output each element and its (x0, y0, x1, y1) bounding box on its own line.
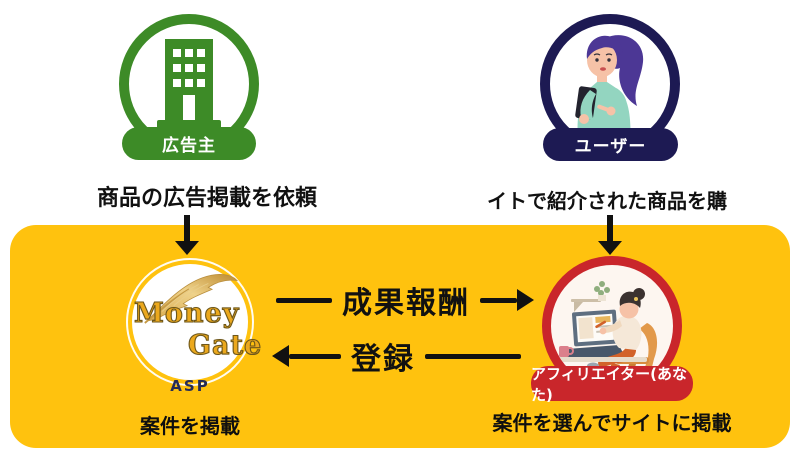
user-to-affiliate-arrow-icon (598, 215, 622, 255)
affiliate-caption: 案件を選んでサイトに掲載 (492, 411, 732, 435)
arrow-line (425, 353, 521, 359)
desk-work-illustration (555, 281, 658, 385)
reward-flow-arrow: 成果報酬 (276, 281, 534, 321)
asp-logo-ring (126, 258, 254, 386)
advertiser-to-asp-arrow-icon (175, 215, 199, 255)
advertiser-badge: 広告主 (122, 127, 256, 160)
arrow-head (175, 241, 199, 255)
arrow-shaft (184, 215, 190, 241)
register-flow-arrow: 登録 (272, 337, 521, 377)
asp-logo-circle: Money Gate (132, 264, 262, 380)
asp-brand-gate: Gate (187, 329, 263, 361)
arrow-line (480, 297, 517, 303)
reward-label: 成果報酬 (342, 286, 470, 321)
asp-role-label: ASP (170, 377, 210, 395)
arrow-head (598, 241, 622, 255)
arrow-shaft (607, 215, 613, 241)
advertiser-circle (119, 14, 259, 154)
register-label: 登録 (351, 342, 415, 377)
left-arrow-icon (272, 345, 289, 367)
asp-brand-money: Money (133, 297, 240, 329)
arrow-line (276, 297, 332, 303)
affiliate-badge: アフィリエイター(あなた) (531, 365, 693, 404)
right-arrow-icon (517, 289, 534, 311)
advertiser-caption: 商品の広告掲載を依頼 (76, 184, 338, 214)
user-caption: イトで紹介された商品を購 (485, 187, 729, 215)
asp-caption: 案件を掲載 (140, 414, 240, 438)
user-badge: ユーザー (543, 128, 678, 161)
arrow-line (289, 353, 341, 359)
user-with-phone-illustration (575, 35, 644, 144)
building-icon (157, 39, 221, 129)
feather-icon (144, 273, 239, 324)
